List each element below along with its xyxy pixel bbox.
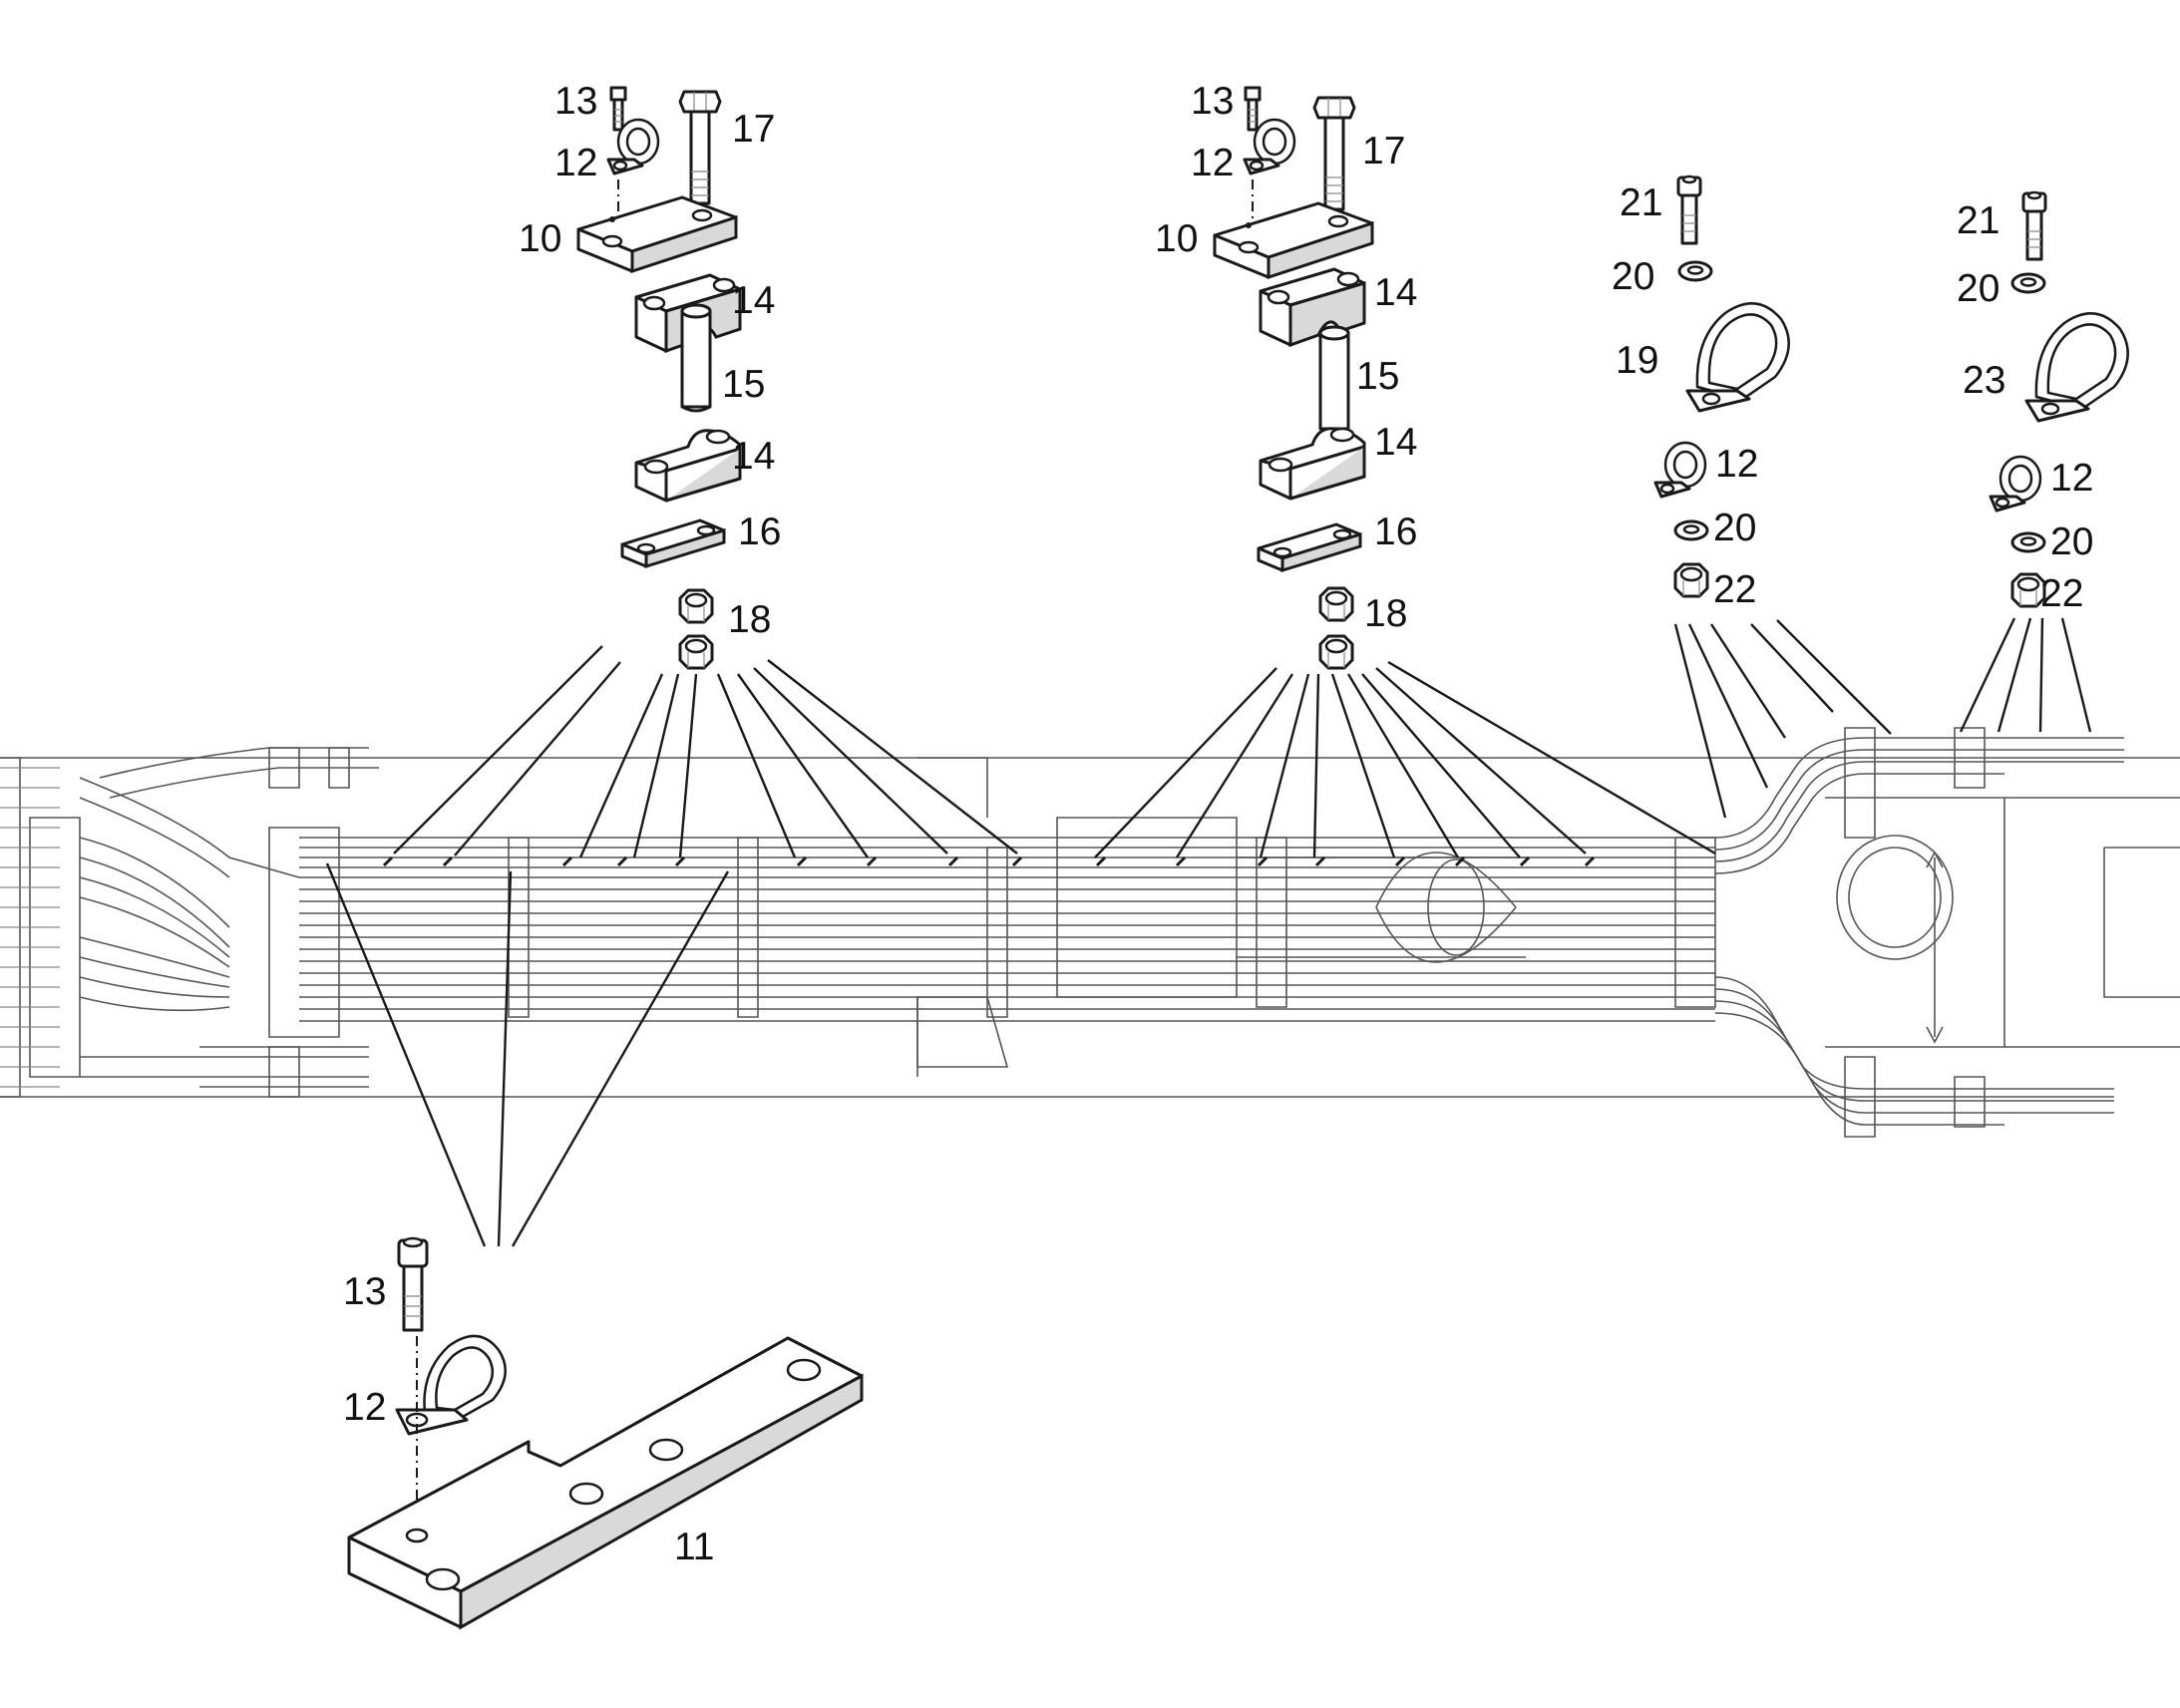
nut-18-b [1318, 634, 1354, 670]
screw-13 [397, 1236, 429, 1332]
callout-13: 13 [343, 1270, 386, 1313]
washer-20-a [1677, 260, 1713, 282]
pclip-23 [2024, 311, 2130, 423]
callout-22: 22 [2040, 572, 2083, 615]
plate-10 [576, 195, 738, 273]
callout-14: 14 [1374, 271, 1417, 314]
callout-labels: 13 12 17 10 14 15 14 16 18 13 12 17 10 1… [343, 80, 2093, 1568]
screw-21 [2021, 190, 2047, 261]
callout-12: 12 [2050, 457, 2093, 500]
pclip-12 [1989, 455, 2042, 512]
callout-18: 18 [1364, 592, 1407, 635]
washer-20-a [2010, 272, 2046, 294]
callout-20: 20 [2050, 520, 2093, 563]
screw-21 [1676, 174, 1702, 245]
nut-18-a [1318, 586, 1354, 622]
spacer-plate-16 [620, 518, 726, 568]
callout-12: 12 [554, 142, 597, 184]
spacer-plate-16 [1257, 522, 1362, 572]
callout-17: 17 [1362, 130, 1405, 172]
callout-21: 21 [1620, 181, 1662, 224]
nut-22 [1673, 562, 1709, 598]
washer-20-b [2010, 531, 2046, 553]
callout-12: 12 [1715, 443, 1758, 486]
mounting-plate-assembly [347, 1236, 864, 1630]
plate-11 [347, 1336, 864, 1630]
callout-23: 23 [1963, 359, 2005, 402]
callout-18: 18 [728, 598, 771, 641]
pclip-19 [1685, 301, 1791, 413]
sleeve-15 [1318, 325, 1350, 435]
callout-21: 21 [1957, 199, 1999, 242]
clamp-half-14-lower [634, 429, 742, 503]
leader-lines [325, 617, 2092, 1247]
plate-10 [1213, 201, 1374, 279]
hex-bolt-17 [1312, 96, 1356, 211]
callout-10: 10 [519, 217, 561, 260]
callout-20: 20 [1957, 267, 1999, 310]
callout-12: 12 [343, 1386, 386, 1429]
callout-12: 12 [1191, 142, 1234, 184]
callout-14: 14 [1374, 421, 1417, 464]
clamp-half-14-lower [1259, 427, 1366, 501]
callout-13: 13 [1191, 80, 1234, 123]
callout-14: 14 [732, 435, 775, 478]
nut-18-a [678, 588, 714, 624]
callout-17: 17 [732, 108, 775, 151]
callout-15: 15 [1356, 355, 1399, 398]
callout-11: 11 [674, 1526, 715, 1568]
bracket-assembly-2 [1213, 86, 1374, 670]
hex-bolt-17 [678, 90, 722, 205]
pclip-12 [395, 1334, 507, 1436]
callout-19: 19 [1616, 339, 1658, 382]
callout-13: 13 [554, 80, 597, 123]
callout-20: 20 [1713, 507, 1756, 549]
callout-16: 16 [1374, 511, 1417, 553]
sleeve-15 [680, 303, 712, 413]
callout-10: 10 [1155, 217, 1198, 260]
callout-20: 20 [1612, 255, 1654, 298]
callout-14: 14 [732, 279, 775, 322]
nut-18-b [678, 634, 714, 670]
bolt-13 [609, 86, 627, 132]
callout-22: 22 [1713, 568, 1756, 611]
washer-20-b [1673, 519, 1709, 541]
callout-16: 16 [738, 511, 781, 553]
bracket-assembly-1 [576, 86, 742, 670]
bolt-13 [1244, 86, 1262, 132]
chassis-frame [0, 727, 2180, 1138]
callout-15: 15 [722, 363, 765, 406]
pclip-12 [1653, 441, 1707, 499]
